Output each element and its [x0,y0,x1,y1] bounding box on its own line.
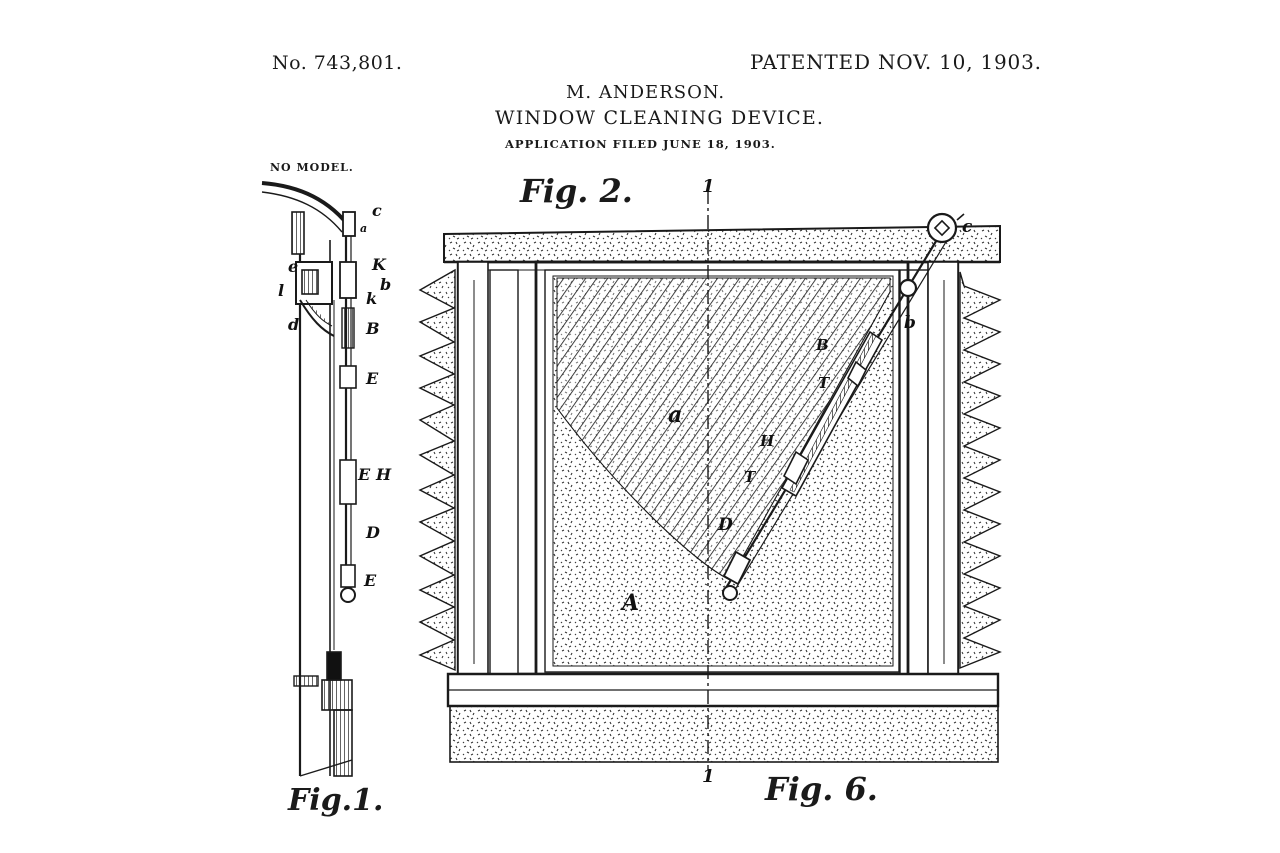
patent-title: WINDOW CLEANING DEVICE. [495,107,825,129]
inventor-name: M. ANDERSON. [566,82,726,103]
ref-B-fig1: B [365,319,380,338]
ref-b-fig1: b [380,275,391,294]
ref-b-main: b [904,313,916,333]
ref-E-bottom-fig1: E [363,571,377,590]
figure-6-label: Fig. 6. [765,770,878,808]
ref-1-bottom: 1 [702,766,715,787]
ref-D-fig1: D [365,523,380,542]
ref-a-fig1: a [360,222,367,235]
ref-D-main: D [717,515,733,535]
ref-A-main: A [620,590,639,616]
ref-T-bottom: T [744,468,757,486]
ref-l-fig1: l [278,281,284,300]
no-model-note: NO MODEL. [270,161,354,174]
ref-H-main: H [759,432,775,450]
ref-T-top: T [818,374,831,392]
application-filed: APPLICATION FILED JUNE 18, 1903. [505,137,776,151]
ref-K-fig1: K [371,255,387,274]
ref-E-top-fig1: E [365,369,379,388]
patent-number: No. 743,801. [272,52,403,74]
figure-6-reference-letters: 1 1 c b B T a H T D A [620,176,973,787]
figure-1-reference-letters: c a e K b l k d B E E H D E [278,201,392,590]
figure-1-label: Fig.1. [288,783,384,818]
ref-d-fig1: d [288,315,299,334]
figure-1-drawing [261,181,357,777]
ref-E-mid-fig1: E [357,465,371,484]
patent-date: PATENTED NOV. 10, 1903. [750,50,1042,74]
ref-k-fig1: k [366,289,377,308]
figure-6-drawing [418,190,1002,770]
ref-1-top: 1 [702,176,715,197]
ref-B-main: B [815,336,829,354]
figure-2-label: Fig. 2. [520,172,633,210]
ref-H-fig1: H [375,465,392,484]
ref-a-main: a [668,402,682,428]
ref-c-fig1: c [372,201,382,220]
ref-e-fig1: e [288,257,298,276]
ref-c-main: c [962,217,973,237]
